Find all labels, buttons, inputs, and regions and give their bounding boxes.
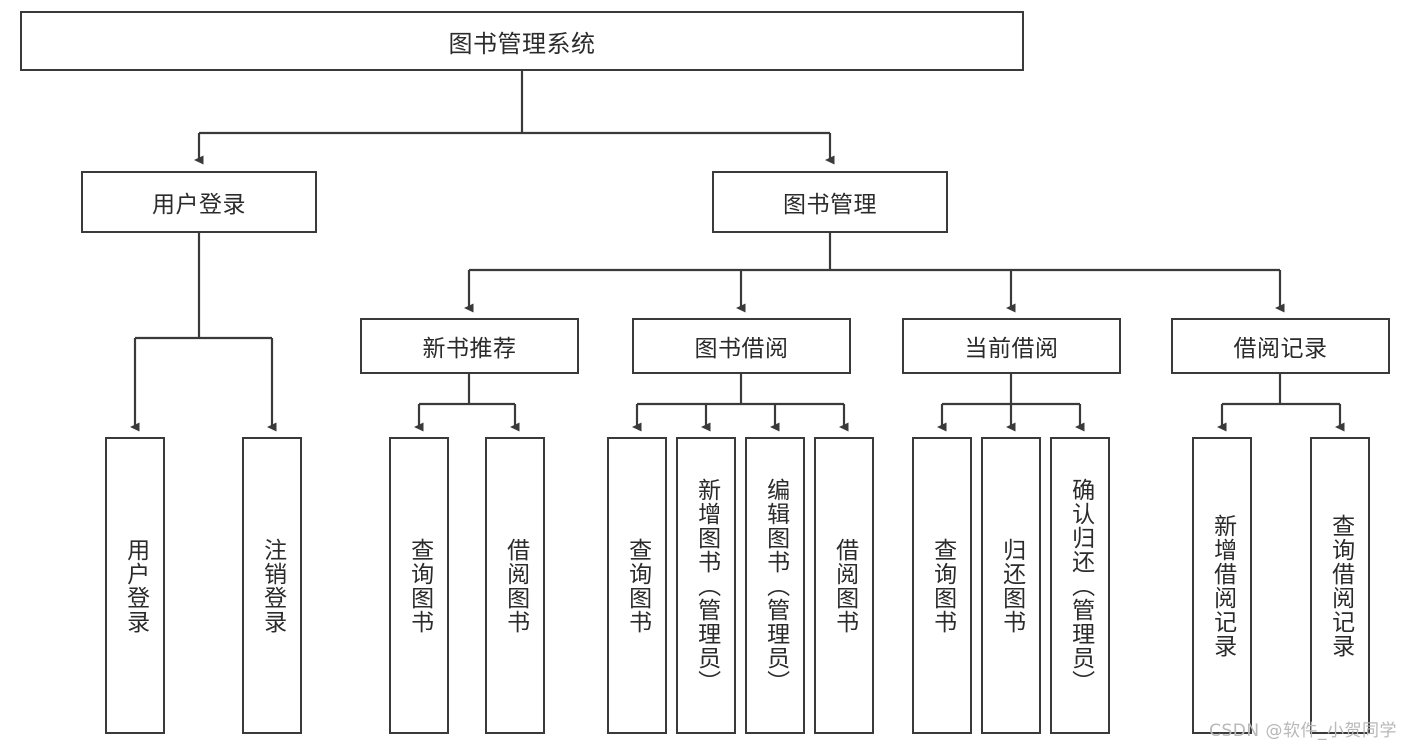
- leaf-record-query-record[interactable]: 查询借阅记录: [1310, 437, 1370, 734]
- node-label: 当前借阅: [964, 336, 1059, 362]
- leaf-current-confirm-return-admin[interactable]: 确认归还（管理员）: [1050, 437, 1110, 734]
- leaf-user-login-logout[interactable]: 注销登录: [242, 437, 302, 734]
- leaf-user-login-login[interactable]: 用户登录: [105, 437, 165, 734]
- leaf-recommend-borrow-book[interactable]: 借阅图书: [485, 437, 545, 734]
- node-user-login[interactable]: 用户登录: [81, 171, 317, 233]
- node-new-book-recommend[interactable]: 新书推荐: [360, 318, 579, 374]
- leaf-borrow-edit-book-admin[interactable]: 编辑图书（管理员）: [745, 437, 805, 734]
- leaf-borrow-borrow-book[interactable]: 借阅图书: [814, 437, 874, 734]
- node-label: 确认归还（管理员）: [1067, 477, 1094, 694]
- node-label: 编辑图书（管理员）: [762, 477, 789, 694]
- node-label: 归还图书: [998, 537, 1025, 634]
- node-label: 查询图书: [929, 537, 956, 634]
- node-current-borrow[interactable]: 当前借阅: [902, 318, 1121, 374]
- leaf-record-add-record[interactable]: 新增借阅记录: [1192, 437, 1252, 734]
- node-label: 新书推荐: [422, 336, 517, 362]
- node-label: 查询借阅记录: [1327, 513, 1354, 658]
- node-label: 图书借阅: [694, 336, 789, 362]
- node-label: 注销登录: [259, 537, 286, 634]
- node-book-borrow[interactable]: 图书借阅: [632, 318, 851, 374]
- leaf-borrow-add-book-admin[interactable]: 新增图书（管理员）: [676, 437, 736, 734]
- node-label: 图书管理: [783, 192, 877, 218]
- node-borrow-record[interactable]: 借阅记录: [1171, 318, 1390, 374]
- leaf-current-query-book[interactable]: 查询图书: [912, 437, 972, 734]
- node-label: 借阅图书: [502, 537, 529, 634]
- node-label: 查询图书: [624, 537, 651, 634]
- node-book-management[interactable]: 图书管理: [712, 171, 948, 233]
- node-label: 借阅图书: [831, 537, 858, 634]
- node-label: 用户登录: [122, 537, 149, 634]
- node-label: 新增图书（管理员）: [693, 477, 720, 694]
- node-label: 借阅记录: [1233, 336, 1328, 362]
- node-root-system[interactable]: 图书管理系统: [20, 11, 1024, 71]
- watermark: CSDN @软件_小贺同学: [1209, 721, 1397, 741]
- node-label: 查询图书: [406, 537, 433, 634]
- node-label: 新增借阅记录: [1209, 513, 1236, 658]
- node-label: 图书管理系统: [448, 29, 596, 58]
- leaf-current-return-book[interactable]: 归还图书: [981, 437, 1041, 734]
- leaf-recommend-query-book[interactable]: 查询图书: [389, 437, 449, 734]
- leaf-borrow-query-book[interactable]: 查询图书: [607, 437, 667, 734]
- node-label: 用户登录: [152, 192, 246, 218]
